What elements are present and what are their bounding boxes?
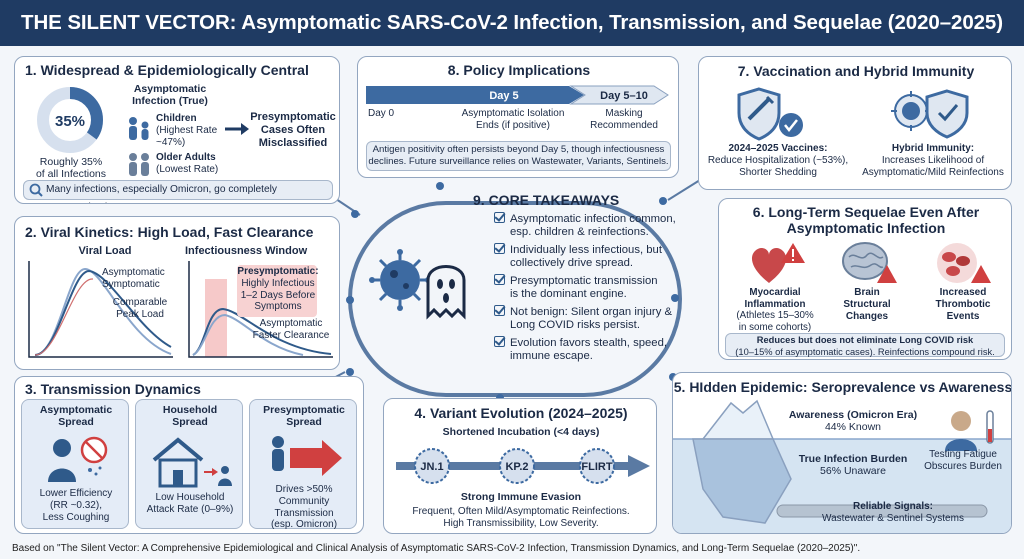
viral-load-chart: [28, 261, 173, 358]
panel2-title: 2. Viral Kinetics: High Load, Fast Clear…: [25, 224, 314, 240]
infectiousness-window-label: Infectiousness Window: [185, 245, 308, 257]
presymptomatic-highlight: [237, 265, 317, 317]
panel-variant-evolution: 4. Variant Evolution (2024–2025) Shorten…: [383, 398, 657, 534]
variant-timeline: JN.1 KP.2 FLIRT: [396, 448, 650, 484]
panel1-note: Many infections, especially Omicron, go …: [23, 180, 333, 203]
policy-timeline: Day 5 Day 5–10: [366, 85, 669, 105]
vaccines-2024-2025: 2024–2025 Vaccines:Reduce Hospitalizatio…: [707, 143, 849, 178]
panel-widespread: 1. Widespread & Epidemiologically Centra…: [14, 56, 340, 204]
takeaway-item: Not benign: Silent organ injury &Long CO…: [494, 305, 672, 332]
checkbox-icon: [494, 336, 505, 347]
takeaway-item: Evolution favors stealth, speed,immune e…: [494, 336, 667, 363]
strong-immune-evasion: Strong Immune Evasion: [460, 491, 582, 503]
brain-icon: [842, 242, 897, 283]
awareness-omicron: Awareness (Omicron Era)44% Known: [788, 409, 918, 434]
checkbox-icon: [494, 243, 505, 254]
blood-clot-icon: [937, 243, 991, 283]
donut-caption: Roughly 35%of all Infections: [35, 156, 107, 181]
house-icon: [152, 437, 232, 488]
panel5-title: 5. HIdden Epidemic: Seroprevalence vs Aw…: [673, 379, 1012, 395]
footer-citation: Based on "The Silent Vector: A Comprehen…: [12, 543, 861, 554]
panel-policy: 8. Policy Implications Day 5 Day 5–10 Da…: [357, 56, 679, 178]
iceberg-illustration: [673, 399, 1011, 533]
panel-viral-kinetics: 2. Viral Kinetics: High Load, Fast Clear…: [14, 216, 340, 370]
donut-label: 35%: [55, 113, 85, 130]
panel4-title: 4. Variant Evolution (2024–2025): [414, 405, 628, 421]
panel8-title: 8. Policy Implications: [447, 62, 591, 78]
heart-icon: [751, 243, 805, 283]
tired-person-icon: [945, 410, 994, 451]
variant-jn1: JN.1: [420, 461, 443, 473]
panel1-title: 1. Widespread & Epidemiologically Centra…: [25, 62, 309, 78]
policy-note: Antigen positivity often persists beyond…: [366, 141, 671, 171]
checkbox-icon: [494, 212, 505, 223]
person-coughing-icon: [48, 436, 108, 482]
older-adults-icon: [129, 153, 149, 176]
older-adults-rate: Older Adults(Lowest Rate): [156, 152, 219, 175]
core-takeaways-title: 9. CORE TAKEAWAYS: [473, 192, 620, 208]
panel7-title: 7. Vaccination and Hybrid Immunity: [737, 63, 975, 79]
page-title: THE SILENT VECTOR: Asymptomatic SARS-CoV…: [0, 0, 1024, 46]
core-takeaways-list: Asymptomatic infection common,esp. child…: [494, 212, 676, 372]
magnifier-icon: [29, 183, 43, 203]
variant-description: Frequent, Often Mild/Asymptomatic Reinfe…: [412, 506, 630, 529]
donut-chart: 35%: [37, 87, 103, 153]
vaccine-shield-icon: [737, 87, 803, 141]
symptomatic-curve-label: Symptomatic: [102, 279, 160, 290]
shortened-incubation: Shortened Incubation (<4 days): [442, 426, 600, 438]
arrow-right-icon: [225, 123, 249, 135]
takeaway-item: Asymptomatic infection common,esp. child…: [494, 212, 676, 239]
checkbox-icon: [494, 305, 505, 316]
checkbox-icon: [494, 274, 505, 285]
panel3-title: 3. Transmission Dynamics: [25, 381, 201, 397]
children-icon: [129, 117, 149, 140]
viral-load-label: Viral Load: [78, 245, 132, 257]
variant-kp2: KP.2: [505, 461, 528, 473]
children-rate: Children(Highest Rate~47%): [156, 113, 218, 148]
infectiousness-chart: [188, 261, 333, 358]
reliable-signals: Reliable Signals:Wastewater & Sentinel S…: [822, 501, 964, 524]
spread-arrow-icon: [272, 436, 342, 476]
hybrid-immunity-icon: [891, 89, 969, 139]
panel-hidden-epidemic: 5. HIdden Epidemic: Seroprevalence vs Aw…: [672, 372, 1012, 534]
timeline-day5-10: Day 5–10: [600, 90, 648, 102]
long-covid-note: Reduces but does not eliminate Long COVI…: [725, 333, 1005, 357]
variant-flirt: FLIRT: [581, 461, 612, 473]
panel-vaccination: 7. Vaccination and Hybrid Immunity 2024–…: [698, 56, 1012, 190]
timeline-day5: Day 5: [489, 90, 518, 102]
timeline-day0: Day 0: [368, 108, 395, 119]
asymptomatic-curve-label: Asymptomatic: [102, 267, 165, 278]
virus-ghost-icon: [369, 249, 466, 320]
